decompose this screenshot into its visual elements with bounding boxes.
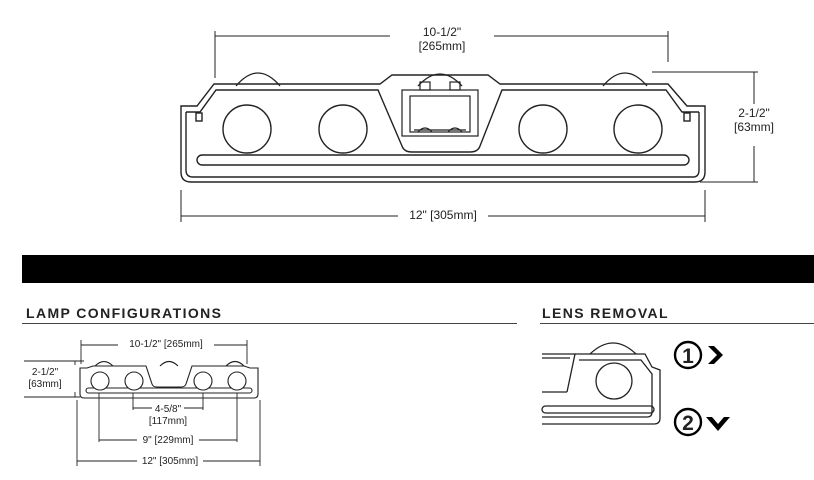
top-width-label: 10-1/2" [265mm] — [390, 25, 494, 54]
height-label: 2-1/2" [63mm] — [724, 106, 784, 135]
lamp-height-mm: [63mm] — [28, 378, 62, 390]
lamp-inner-spacing-label: 4-5/8" [117mm] — [146, 404, 190, 427]
lamp-configurations-title: LAMP CONFIGURATIONS — [26, 305, 223, 321]
step-2-number: 2 — [682, 412, 694, 435]
section-divider-bar — [22, 255, 814, 283]
top-width-mm: [265mm] — [418, 38, 466, 53]
chevron-down-icon — [706, 417, 730, 431]
chevron-right-icon — [708, 346, 723, 364]
lens-removal-diagram: 1 2 — [541, 340, 730, 437]
lamp-top-width-label: 10-1/2" [265mm] — [118, 339, 214, 351]
lamp-configurations-rule — [22, 323, 517, 324]
lens-removal-rule — [540, 323, 814, 324]
lamp-middle-spacing-label: 9" [229mm] — [142, 435, 194, 446]
lamp-inner-spacing-inches: 4-5/8" — [154, 404, 182, 415]
bottom-width-label: 12" [305mm] — [409, 208, 477, 222]
height-mm: [63mm] — [733, 119, 774, 134]
fixture-front-view — [180, 31, 758, 222]
lens-removal-title: LENS REMOVAL — [542, 305, 669, 321]
step-1-number: 1 — [682, 345, 694, 368]
lamp-inner-spacing-mm: [117mm] — [148, 415, 188, 427]
top-width-inches: 10-1/2" — [422, 25, 462, 39]
lamp-height-label: 2-1/2" [63mm] — [22, 367, 68, 390]
height-inches: 2-1/2" — [738, 106, 770, 120]
lamp-height-inches: 2-1/2" — [31, 367, 59, 378]
lamp-bottom-width-label: 12" [305mm] — [141, 456, 199, 467]
